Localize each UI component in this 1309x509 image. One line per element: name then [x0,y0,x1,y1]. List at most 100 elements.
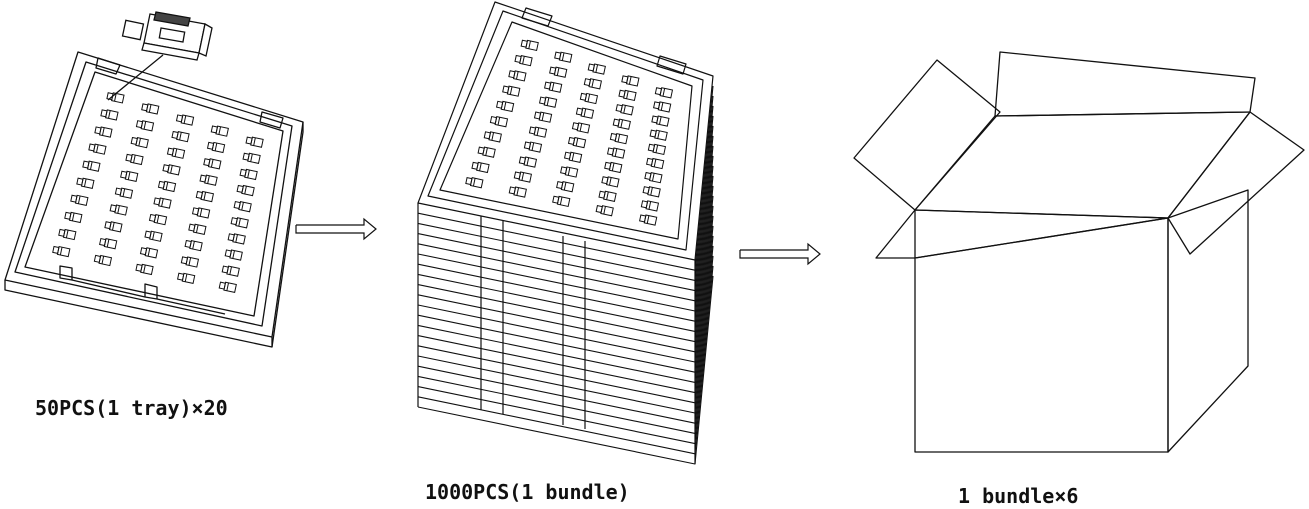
tray-cell-icon [564,151,581,162]
tray-cell-icon [514,171,531,182]
tray-cell-icon [246,136,263,147]
tray-cell-icon [650,129,667,140]
tray-cell-icon [515,55,532,66]
tray-cell-icon [653,101,670,112]
caption-box: 1 bundle×6 [958,484,1079,508]
tray-cell-icon [192,207,209,218]
tray-cell-icon [484,131,501,142]
tray-cell-icon [619,89,636,100]
tray-cell-icon [599,190,616,201]
tray-cell-icon [524,141,541,152]
tray-cell-icon [228,233,245,244]
tray-cell-icon [648,143,665,154]
tray-cell-icon [584,78,601,89]
tray-cell-icon [172,131,189,142]
tray-cell-icon [560,166,577,177]
tray-cell-icon [490,116,507,127]
tray-cell-icon [231,217,248,228]
tray-cell-icon [641,200,658,211]
tray-cell-icon [613,118,630,129]
tray-cell-icon [145,230,162,241]
tray-cell-icon [120,170,137,181]
tray-cell-icon [196,190,213,201]
tray-cell-icon [110,204,127,215]
tray-cell-icon [556,181,573,192]
tray-cell-icon [101,109,118,120]
tray-cell-icon [219,281,236,292]
tray-cell-icon [555,51,572,62]
tray-cell-icon [136,120,153,131]
tray-cell-icon [185,240,202,251]
tray-cell-icon [243,152,260,163]
tray-cell-icon [509,70,526,81]
connector-part [108,12,212,100]
tray-cell-icon [616,104,633,115]
tray-cell-icon [140,247,157,258]
tray-cell-icon [655,87,672,98]
tray-cell-icon [509,186,526,197]
tray-cell-icon [71,194,88,205]
tray-cell-icon [519,156,536,167]
tray-cell-icon [572,122,589,133]
tray-cell-icon [99,238,116,249]
tray-cell-icon [83,160,100,171]
tray-cell-icon [237,184,254,195]
tray-cell-icon [154,197,171,208]
caption-tray: 50PCS(1 tray)×20 [35,396,228,420]
tray-cell-icon [607,147,624,158]
tray-cell-icon [553,195,570,206]
single-tray [5,52,303,347]
tray-cell-icon [59,228,76,239]
tray-cell-icon [115,187,132,198]
tray-cell-icon [222,265,239,276]
tray-cell-icon [131,137,148,148]
tray-cell-icon [529,126,546,137]
tray-cell-icon [478,146,495,157]
tray-cell-icon [466,177,483,188]
tray-cell-icon [496,100,513,111]
tray-cell-icon [176,114,193,125]
tray-cell-icon [534,111,551,122]
tray-cell-icon [94,254,111,265]
tray-cell-icon [645,172,662,183]
tray-cell-icon [53,246,70,257]
tray-cell-icon [141,103,158,114]
tray-cell-icon [472,161,489,172]
tray-cell-icon [576,107,593,118]
tray-cell-icon [89,143,106,154]
tray-cell-icon [652,115,669,126]
tray-cell-icon [568,137,585,148]
tray-cell-icon [163,164,180,175]
tray-cell-icon [105,221,122,232]
tray-cell-icon [234,201,251,212]
arrow-right-icon [296,219,376,239]
tray-cell-icon [158,180,175,191]
tray-cell-icon [596,205,613,216]
tray-cell-icon [189,223,206,234]
tray-cell-icon [539,96,556,107]
tray-cell-icon [95,126,112,137]
tray-cell-icon [77,177,94,188]
tray-stack [418,2,713,464]
tray-cell-icon [580,92,597,103]
tray-cell-icon [610,133,627,144]
tray-cell-icon [177,272,194,283]
caption-bundle: 1000PCS(1 bundle) [425,480,630,504]
tray-cell-icon [605,161,622,172]
tray-cell-icon [639,214,656,225]
tray-cell-icon [167,147,184,158]
tray-cell-icon [240,168,257,179]
tray-cell-icon [204,158,221,169]
tray-cell-icon [643,186,660,197]
tray-cell-icon [521,39,538,50]
tray-cell-icon [136,263,153,274]
tray-cell-icon [588,63,605,74]
tray-cell-icon [126,153,143,164]
tray-cell-icon [211,125,228,136]
tray-cell-icon [149,214,166,225]
tray-cell-icon [181,256,198,267]
tray-cell-icon [200,174,217,185]
arrow-right-icon [740,244,820,264]
tray-cell-icon [65,211,82,222]
